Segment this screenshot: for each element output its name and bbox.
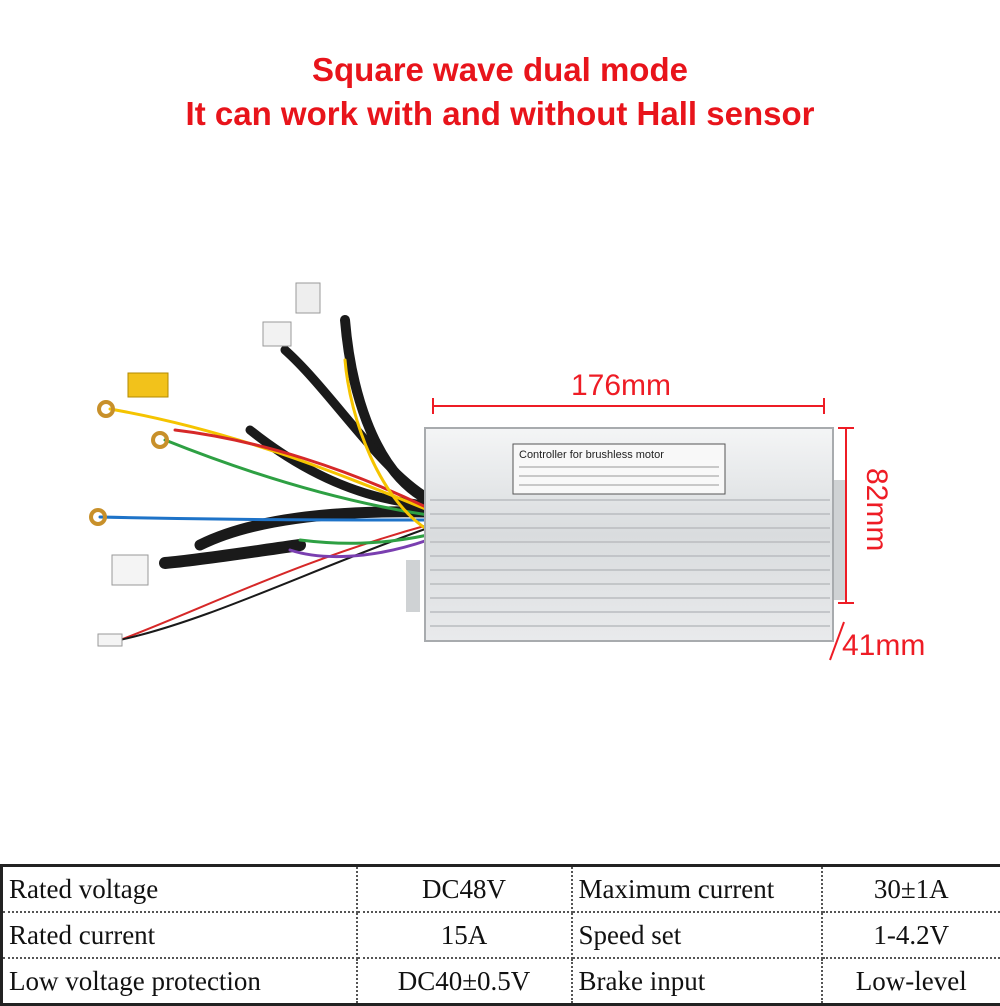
wire-bundle (100, 320, 428, 640)
length-dimension-label: 176mm (571, 369, 671, 403)
height-dimension-label: 41mm (842, 629, 925, 663)
headline-line-2: It can work with and without Hall sensor (0, 92, 1000, 136)
spec-value: 1-4.2V (822, 912, 1000, 958)
table-row: Rated current 15A Speed set 1-4.2V (2, 912, 1000, 958)
spec-label: Low voltage protection (2, 958, 357, 1005)
spec-label: Rated voltage (2, 866, 357, 913)
spec-label: Rated current (2, 912, 357, 958)
spec-label: Brake input (572, 958, 822, 1005)
connector-small (98, 634, 122, 646)
table-row: Low voltage protection DC40±0.5V Brake i… (2, 958, 1000, 1005)
controller-label-title: Controller for brushless motor (519, 449, 664, 461)
spec-value: Low-level (822, 958, 1000, 1005)
spec-value: DC40±0.5V (357, 958, 572, 1005)
connector-xt60 (128, 373, 168, 397)
controller-box: Controller for brushless motor (406, 428, 846, 641)
spec-value: 30±1A (822, 866, 1000, 913)
connector-hall (112, 555, 148, 585)
spec-value: 15A (357, 912, 572, 958)
product-headline: Square wave dual mode It can work with a… (0, 48, 1000, 136)
connector-white (263, 322, 291, 346)
controller-photo: Controller for brushless motor (0, 240, 1000, 680)
connector-top (296, 283, 320, 313)
headline-line-1: Square wave dual mode (0, 48, 1000, 92)
specification-table: Rated voltage DC48V Maximum current 30±1… (0, 864, 1000, 1006)
spec-label: Speed set (572, 912, 822, 958)
table-row: Rated voltage DC48V Maximum current 30±1… (2, 866, 1000, 913)
spec-label: Maximum current (572, 866, 822, 913)
spec-value: DC48V (357, 866, 572, 913)
width-dimension-label: 82mm (859, 468, 893, 551)
